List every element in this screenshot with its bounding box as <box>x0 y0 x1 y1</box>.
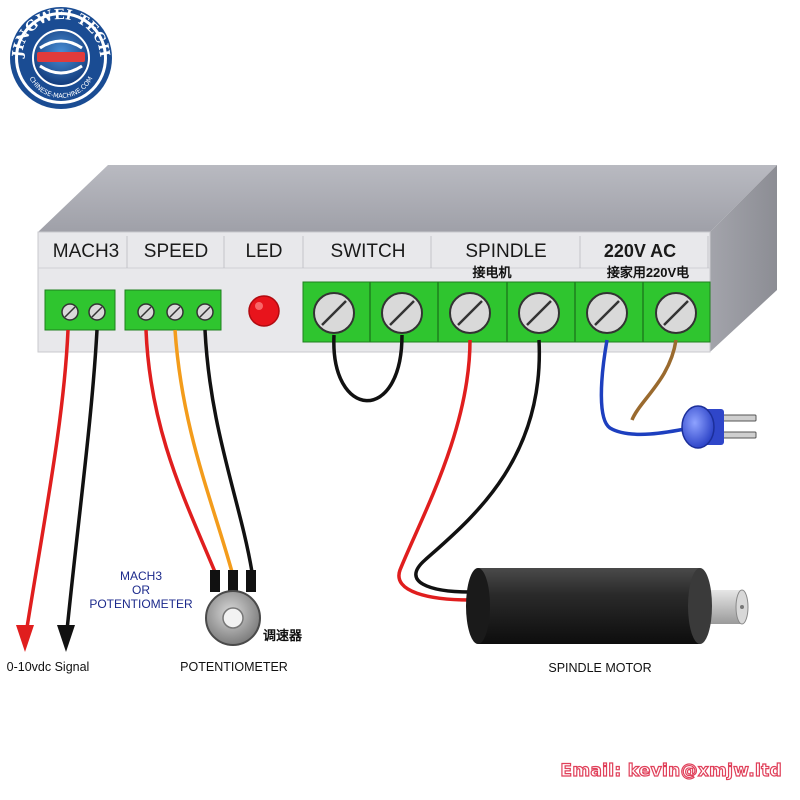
logo-title: JINGWEI TECH <box>10 7 113 60</box>
led-indicator <box>248 295 280 327</box>
arrow-red-icon <box>16 625 34 652</box>
screw-spindle-2 <box>518 292 560 334</box>
wire-spindle-black <box>414 339 541 594</box>
screw-ac-2 <box>655 292 697 334</box>
label-speed: SPEED <box>143 241 209 262</box>
note-line-mach3: MACH3 <box>119 569 162 583</box>
label-220v-ac: 220V AC <box>603 241 677 261</box>
wire-speed-orange <box>173 329 234 573</box>
label-mach3: MACH3 <box>52 241 120 262</box>
wire-switch-loop <box>332 334 404 403</box>
label-switch: SWITCH <box>330 241 406 262</box>
note-line-or: OR <box>132 583 150 597</box>
label-potentiometer: POTENTIOMETER <box>180 660 288 674</box>
label-spindle: SPINDLE <box>465 241 547 262</box>
potentiometer-icon <box>205 570 261 646</box>
wire-speed-red <box>144 329 217 573</box>
spindle-motor-icon <box>466 568 749 644</box>
arrow-black-icon <box>57 625 75 652</box>
logo-subtitle: CHINESE-MACHINE.COM <box>28 75 95 100</box>
wire-speed-black <box>203 329 254 573</box>
wire-signal-red <box>23 329 70 641</box>
logo-badge <box>10 7 112 109</box>
wire-signal-black <box>64 329 99 641</box>
label-potentiometer-cn: 调速器 <box>263 628 303 643</box>
screw-switch-1 <box>313 292 355 334</box>
screw-ac-1 <box>586 292 628 334</box>
wire-spindle-red <box>397 339 472 602</box>
email-watermark: Email: kevin@xmjw.ltd <box>560 760 782 781</box>
label-spindle-cn: 接电机 <box>472 265 512 280</box>
label-signal: 0-10vdc Signal <box>6 660 90 674</box>
ac-plug-icon <box>681 405 757 449</box>
mach3-or-potentiometer-note: MACH3 OR POTENTIOMETER <box>82 569 200 611</box>
label-spindle-motor: SPINDLE MOTOR <box>548 661 652 675</box>
wire-ac-brown <box>630 339 678 421</box>
speed-terminal-block <box>124 289 222 331</box>
screw-switch-2 <box>381 292 423 334</box>
label-led: LED <box>245 241 283 262</box>
note-line-potentiometer: POTENTIOMETER <box>89 597 193 611</box>
mach3-terminal-block <box>44 289 116 331</box>
label-ac-cn: 接家用220V电 <box>606 265 690 280</box>
wire-ac-blue <box>599 339 691 437</box>
logo-text-layer: JINGWEI TECH CHINESE-MACHINE.COM <box>10 7 113 100</box>
screw-spindle-1 <box>449 292 491 334</box>
main-terminal-block <box>302 281 711 343</box>
